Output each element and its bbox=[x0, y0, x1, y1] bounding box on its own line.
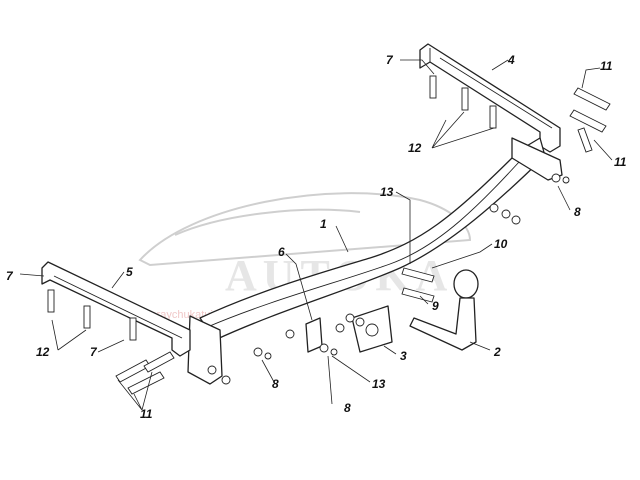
right-side-bracket bbox=[419, 43, 561, 153]
callout-1: 1 bbox=[320, 217, 327, 231]
callout-11-left: 11 bbox=[140, 407, 153, 421]
callout-12-left: 12 bbox=[36, 345, 50, 359]
callout-13-top: 13 bbox=[380, 185, 394, 199]
callout-6: 6 bbox=[278, 245, 285, 259]
callout-4: 4 bbox=[507, 53, 515, 67]
tow-ball bbox=[409, 269, 479, 351]
callout-11-right: 11 bbox=[614, 155, 627, 169]
callout-5: 5 bbox=[126, 265, 133, 279]
callout-7-top: 7 bbox=[386, 53, 394, 67]
callout-2: 2 bbox=[493, 345, 501, 359]
mounting-hardware bbox=[115, 87, 611, 395]
leader-lines bbox=[19, 59, 613, 411]
left-side-bracket bbox=[41, 261, 191, 357]
callout-11-top: 11 bbox=[600, 59, 613, 73]
callout-9: 9 bbox=[432, 299, 439, 313]
ball-mount-plate bbox=[351, 305, 393, 353]
callout-7-left: 7 bbox=[6, 269, 14, 283]
callout-8-right: 8 bbox=[574, 205, 581, 219]
callout-10: 10 bbox=[494, 237, 508, 251]
callouts: 7 4 11 12 11 13 8 1 10 6 9 7 5 12 7 3 2 … bbox=[6, 53, 627, 421]
callout-8-bottom: 8 bbox=[344, 401, 351, 415]
callout-12-top: 12 bbox=[408, 141, 422, 155]
callout-8-mid: 8 bbox=[272, 377, 279, 391]
callout-13-bottom: 13 bbox=[372, 377, 386, 391]
callout-3: 3 bbox=[400, 349, 407, 363]
callout-7-mid: 7 bbox=[90, 345, 98, 359]
